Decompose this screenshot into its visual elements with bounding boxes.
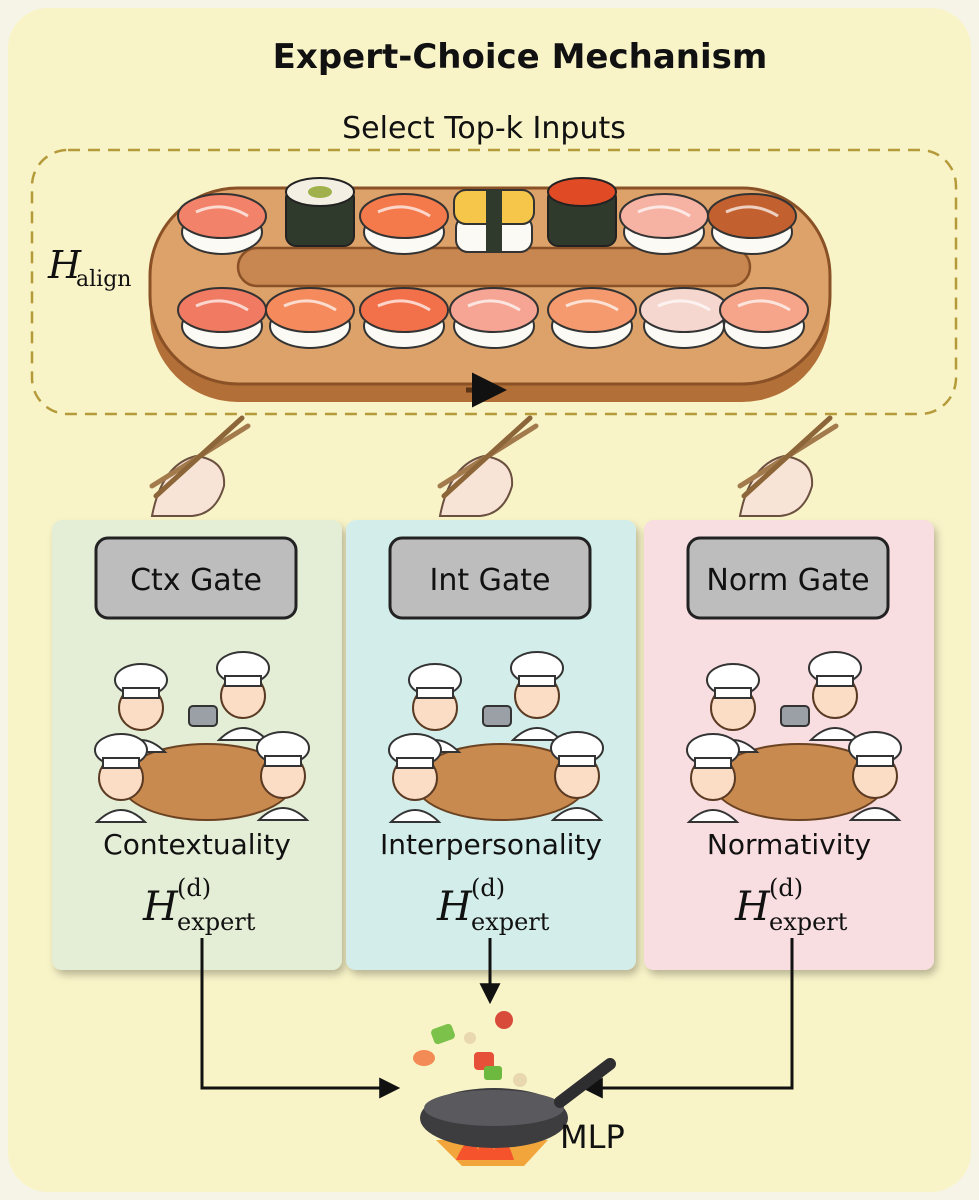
expert-output-arrows — [200, 938, 794, 1099]
sushi-piece-icon — [707, 193, 797, 255]
gate-label: Norm Gate — [706, 563, 869, 598]
gate-button — [388, 536, 592, 620]
sushi-piece-icon — [449, 287, 539, 349]
expert-symbol-letter: H — [436, 884, 473, 930]
chopstick-hands — [149, 415, 839, 517]
chopsticks-hand-icon — [737, 415, 839, 517]
input-symbol-subscript: align — [76, 267, 131, 292]
expert-symbol-superscript: (d) — [769, 874, 803, 902]
gate-button — [686, 536, 890, 620]
expert-symbol-subscript: expert — [769, 908, 848, 936]
input-symbol-letter: H — [47, 243, 82, 287]
output-label: MLP — [560, 1118, 625, 1156]
gate-label: Ctx Gate — [130, 563, 262, 598]
sushi-piece-icon — [265, 287, 355, 349]
chefs-illustration-icon — [686, 651, 902, 823]
sushi-piece-icon — [359, 287, 449, 349]
input-selection-region — [30, 148, 958, 416]
sushi-piece-icon — [547, 177, 617, 247]
chefs-illustration-icon — [94, 651, 310, 823]
expert-symbol-subscript: expert — [177, 908, 256, 936]
sushi-pieces — [177, 177, 809, 349]
gate-label: Int Gate — [429, 563, 550, 598]
sushi-piece-icon — [359, 193, 449, 255]
sushi-piece-icon — [719, 287, 809, 349]
expert-symbol-superscript: (d) — [177, 874, 211, 902]
expert-symbol-subscript: expert — [471, 908, 550, 936]
expert-label: Contextuality — [103, 828, 291, 861]
chopsticks-hand-icon — [437, 415, 539, 517]
diagram-title: Expert-Choice Mechanism — [273, 37, 768, 77]
expert-symbol-letter: H — [142, 884, 179, 930]
sushi-piece-icon — [177, 193, 267, 255]
expert-symbol-superscript: (d) — [471, 874, 505, 902]
sushi-piece-icon — [619, 193, 709, 255]
expert-label: Interpersonality — [380, 828, 602, 861]
diagram-subtitle: Select Top-k Inputs — [342, 111, 626, 146]
input-symbol: H align — [47, 243, 131, 292]
expert-label: Normativity — [707, 828, 871, 861]
sushi-piece-icon — [453, 189, 535, 253]
arrow-norm-to-mlp — [581, 938, 794, 1099]
arrow-ctx-to-mlp — [200, 938, 401, 1099]
expert-symbol-letter: H — [734, 884, 771, 930]
gate-button — [94, 536, 298, 620]
chefs-illustration-icon — [388, 651, 604, 823]
sushi-piece-icon — [177, 287, 267, 349]
chopsticks-hand-icon — [149, 415, 251, 517]
wok-icon — [413, 1011, 616, 1166]
sushi-piece-icon — [285, 177, 355, 247]
sushi-piece-icon — [547, 287, 637, 349]
sushi-piece-icon — [639, 287, 729, 349]
